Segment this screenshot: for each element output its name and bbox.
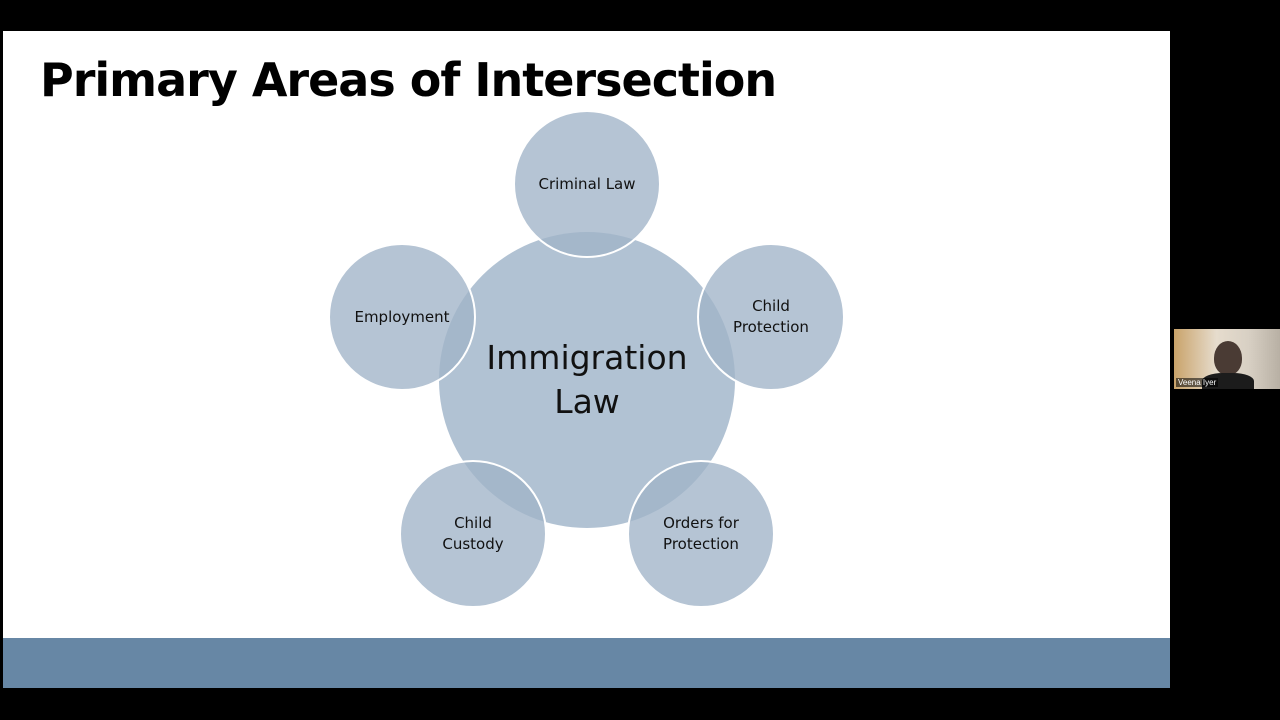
label-child-custody-2: Custody [442,535,504,553]
label-orders-1: Orders for [663,514,739,532]
participant-face [1214,341,1242,375]
presentation-slide: Primary Areas of Intersection Immigratio… [3,31,1170,688]
slide-footer-bar [3,638,1170,688]
circle-criminal-law: Criminal Law [513,110,661,258]
slide-title: Primary Areas of Intersection [40,53,777,107]
label-employment: Employment [354,307,450,326]
label-criminal-law: Criminal Law [538,174,636,193]
center-label-line-1: Immigration [486,338,688,377]
label-orders-2: Protection [663,535,739,553]
label-child-protection-2: Protection [733,318,809,336]
participant-name-label: Veena Iyer [1176,378,1219,387]
circle-employment: Employment [328,243,476,391]
participant-video-thumbnail[interactable]: Veena Iyer [1174,329,1280,389]
center-label-line-2: Law [554,382,620,421]
label-child-custody-1: Child [454,514,492,532]
label-child-protection-1: Child [752,297,790,315]
